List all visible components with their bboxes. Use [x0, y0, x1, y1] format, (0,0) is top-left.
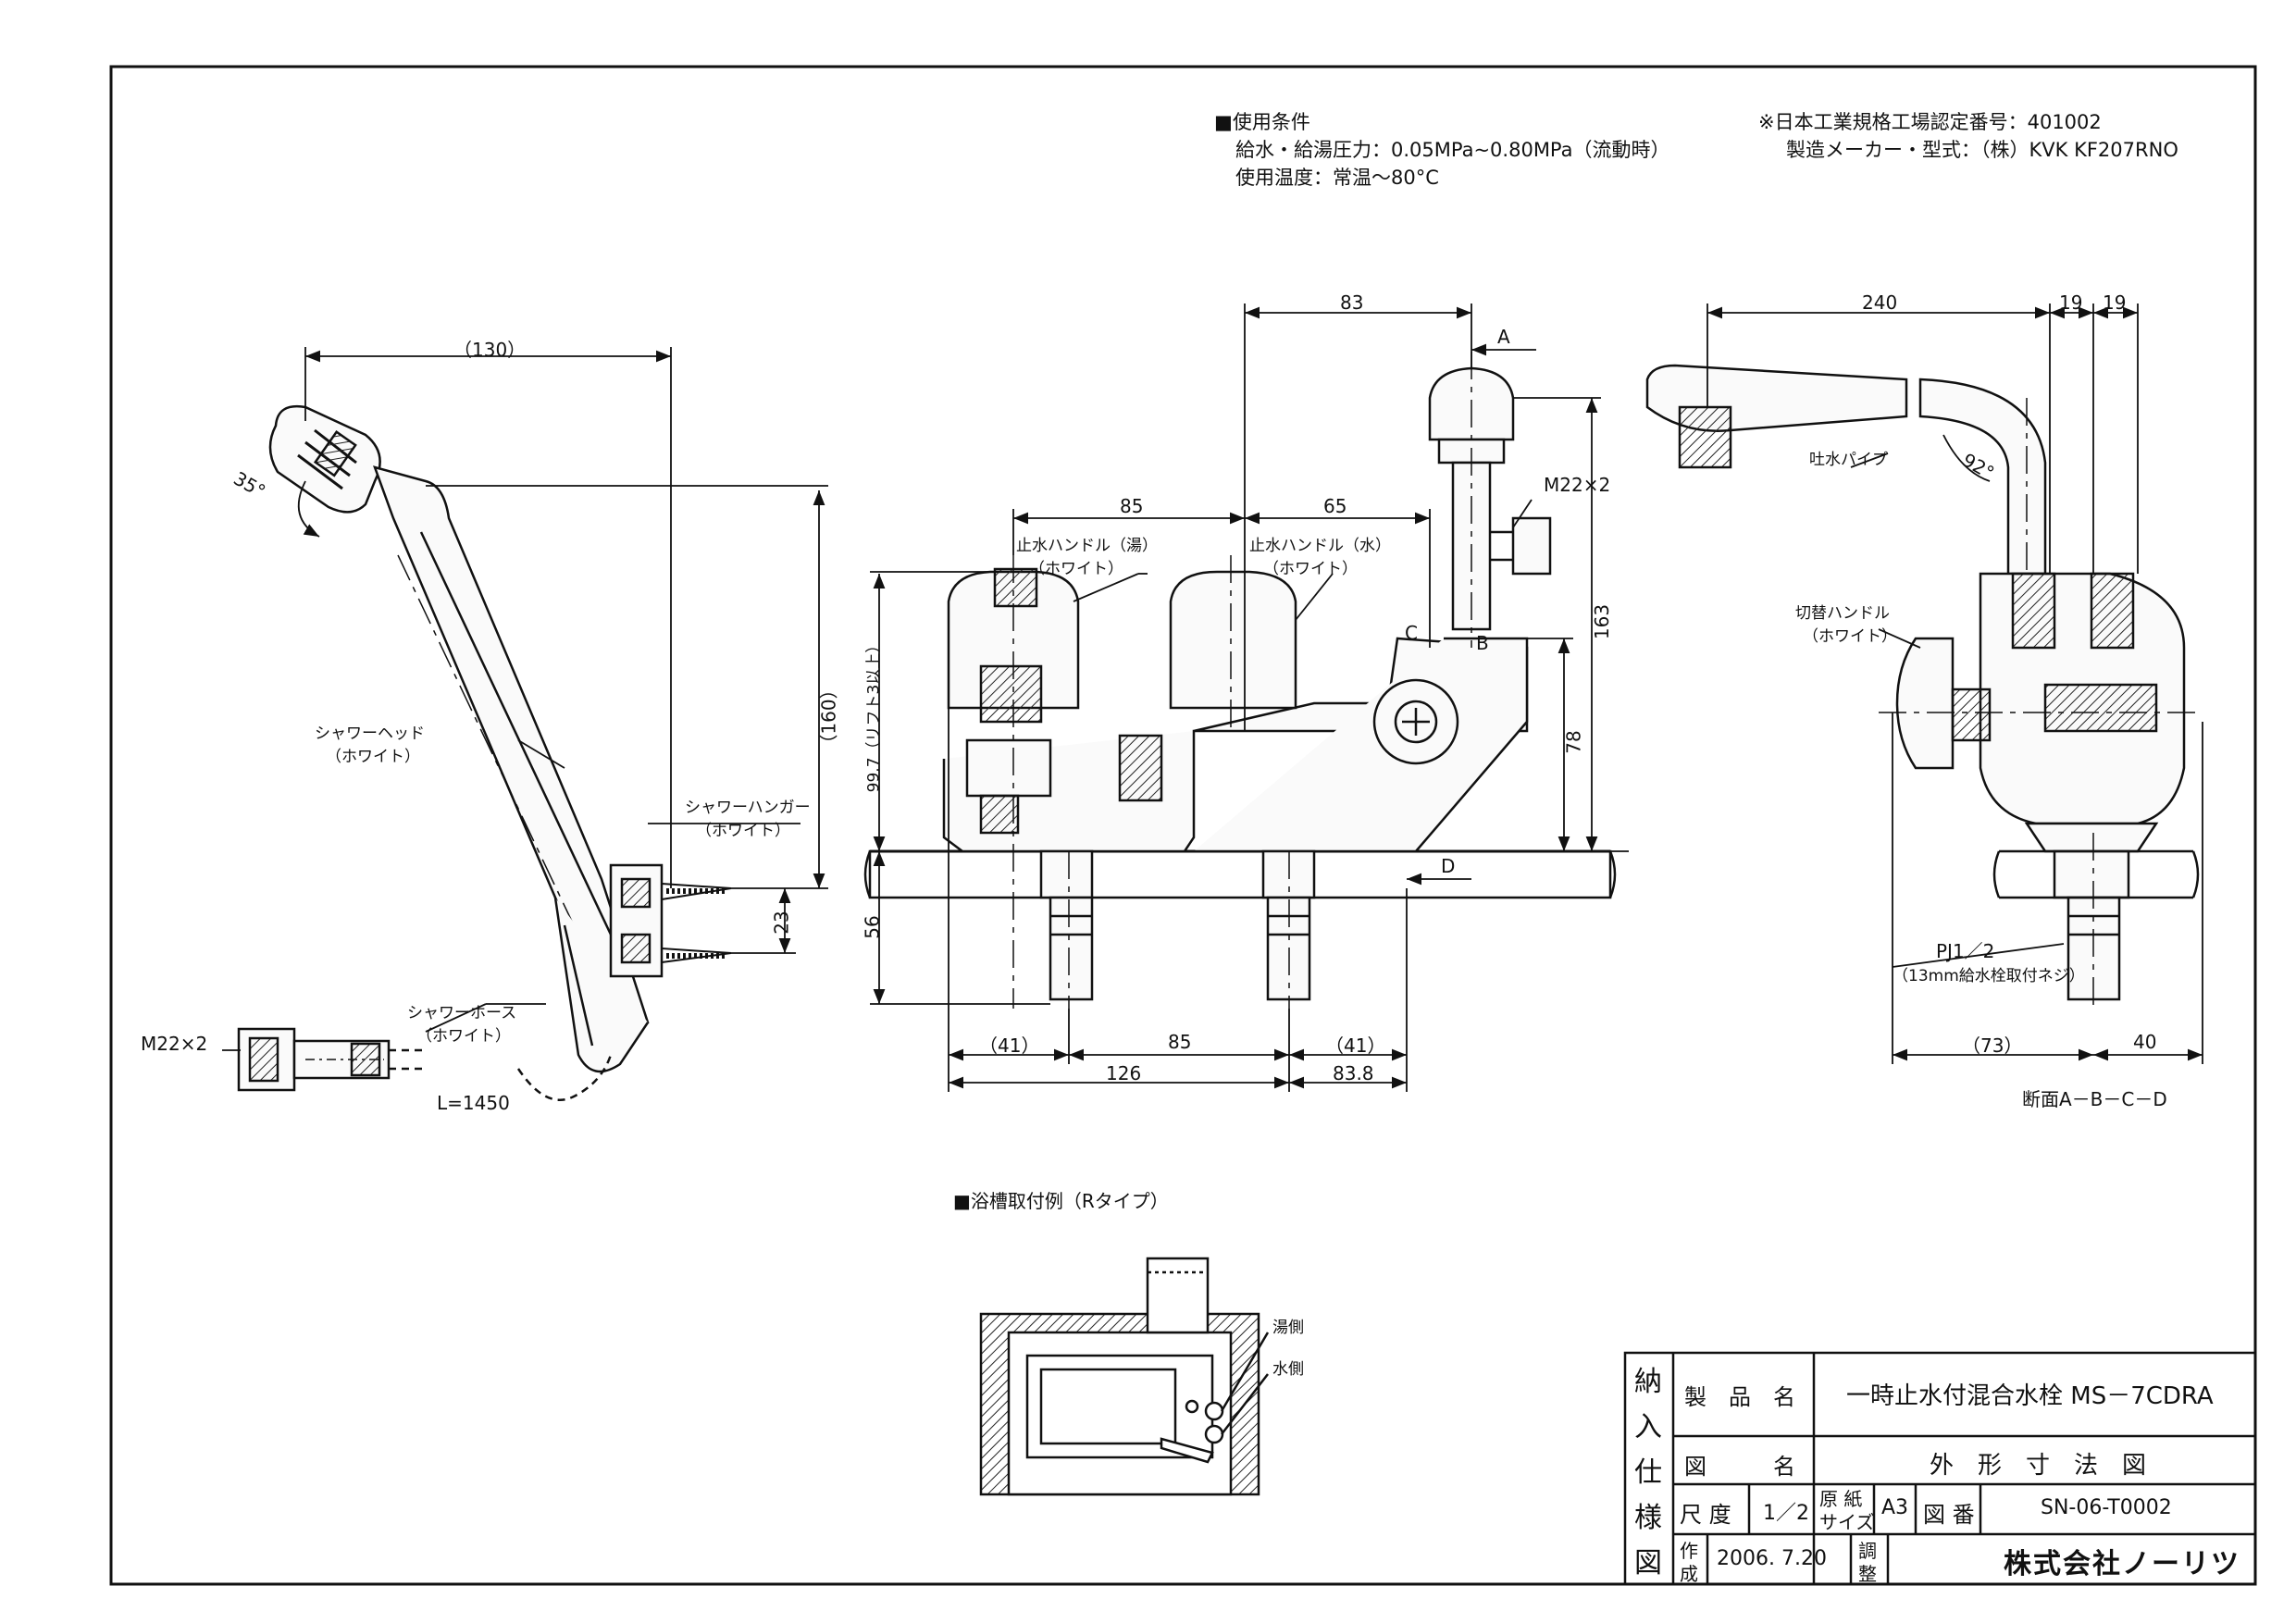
pressure-note: 給水・給湯圧力：0.05MPa~0.80MPa（流動時）	[1235, 139, 1670, 161]
marker-d: D	[1441, 855, 1456, 877]
dim-99-7: 99.7（リフト3以上）	[864, 637, 884, 793]
adjust-label-2: 整	[1858, 1563, 1877, 1585]
marker-c: C	[1405, 622, 1418, 644]
faucet-side-section	[1645, 364, 2203, 1009]
product-name: 一時止水付混合水栓 MS－7CDRA	[1846, 1382, 2214, 1410]
certification-note: ※日本工業規格工場認定番号：401002	[1758, 111, 2102, 133]
label-shower-hanger-color: （ホワイト）	[696, 822, 790, 840]
title-side-5: 図	[1634, 1547, 1662, 1580]
dim-40: 40	[2133, 1031, 2157, 1053]
label-cold-side: 水側	[1272, 1360, 1304, 1379]
dim-78: 78	[1562, 730, 1585, 754]
dim-240: 240	[1862, 291, 1898, 314]
dim-163: 163	[1591, 603, 1614, 640]
label-handle-hot: 止水ハンドル（湯）	[1016, 537, 1158, 555]
label-handle-hot-color: （ホワイト）	[1029, 560, 1123, 578]
dim-19-right: 19	[2103, 291, 2127, 314]
scale-value: 1／2	[1763, 1502, 1809, 1525]
created-date: 2006. 7.20	[1717, 1547, 1827, 1570]
install-title: ■浴槽取付例（Rタイプ）	[953, 1190, 1169, 1212]
maker-note: 製造メーカー・型式：（株）KVK KF207RNO	[1786, 139, 2178, 161]
drawing-name: 外 形 寸 法 図	[1930, 1452, 2147, 1480]
created-label-1: 作	[1680, 1540, 1698, 1562]
dim-83-8: 83.8	[1333, 1062, 1374, 1084]
faucet-front-view	[863, 352, 1617, 1009]
dim-83: 83	[1340, 291, 1364, 314]
created-label-2: 成	[1680, 1563, 1698, 1585]
label-m22-left: M22×2	[141, 1033, 208, 1055]
sheet-border	[109, 65, 2257, 1586]
drawing-number: SN-06-T0002	[2041, 1496, 2172, 1519]
label-pj: PJ1／2	[1936, 940, 1995, 962]
product-name-label: 製 品 名	[1684, 1384, 1795, 1410]
title-side-2: 入	[1634, 1411, 1662, 1443]
title-block-frame	[1623, 1351, 2257, 1586]
paper-size-label-1: 原 紙	[1819, 1488, 1863, 1510]
label-switch-handle-color: （ホワイト）	[1803, 627, 1897, 646]
section-label: 断面A－B－C－D	[2022, 1088, 2167, 1110]
label-shower-hanger: シャワーハンガー	[685, 799, 811, 817]
dim-85-bottom: 85	[1168, 1031, 1192, 1053]
conditions-title: ■使用条件	[1214, 111, 1310, 133]
label-spout-pipe: 吐水パイプ	[1809, 451, 1888, 469]
dim-23: 23	[770, 911, 793, 935]
label-handle-cold-color: （ホワイト）	[1263, 560, 1358, 578]
label-shower-hose-color: （ホワイト）	[416, 1027, 511, 1046]
dim-160: （160）	[817, 680, 840, 753]
title-side-3: 仕	[1634, 1456, 1662, 1489]
dim-41-left: （41）	[979, 1035, 1040, 1057]
label-pj-note: （13mm給水栓取付ネジ）	[1893, 967, 2085, 985]
label-shower-head: シャワーヘッド	[315, 725, 425, 743]
temperature-note: 使用温度：常温～80°C	[1235, 167, 1439, 189]
label-handle-cold: 止水ハンドル（水）	[1249, 537, 1391, 555]
dim-73: （73）	[1962, 1035, 2023, 1057]
dim-126: 126	[1106, 1062, 1142, 1084]
marker-a: A	[1497, 326, 1510, 348]
label-shower-hose: シャワーホース	[407, 1004, 517, 1022]
label-shower-head-color: （ホワイト）	[326, 748, 420, 766]
title-side-4: 様	[1634, 1502, 1662, 1534]
drawing-no-label: 図 番	[1923, 1502, 1975, 1528]
label-switch-handle: 切替ハンドル	[1795, 604, 1890, 623]
label-hot-side: 湯側	[1272, 1319, 1304, 1337]
title-side-1: 納	[1634, 1366, 1662, 1398]
dim-130: （130）	[453, 339, 527, 361]
dim-hose-length: L=1450	[437, 1092, 510, 1114]
dim-56: 56	[861, 915, 884, 939]
label-m22-mid: M22×2	[1544, 474, 1611, 496]
drawing-name-label: 図 名	[1684, 1454, 1795, 1480]
bathtub-install-example	[979, 1257, 1270, 1496]
marker-b: B	[1476, 632, 1489, 654]
company-name: 株式会社ノーリツ	[2004, 1548, 2240, 1580]
shower-assembly-drawing	[237, 404, 732, 1101]
adjust-label-1: 調	[1858, 1540, 1877, 1562]
dim-65: 65	[1323, 495, 1347, 517]
dim-19-left: 19	[2059, 291, 2083, 314]
dim-41-right: （41）	[1325, 1035, 1386, 1057]
paper-size-label-2: サイズ	[1819, 1511, 1875, 1533]
scale-label: 尺 度	[1680, 1502, 1731, 1528]
dim-85-top: 85	[1120, 495, 1144, 517]
paper-size: A3	[1881, 1496, 1909, 1519]
